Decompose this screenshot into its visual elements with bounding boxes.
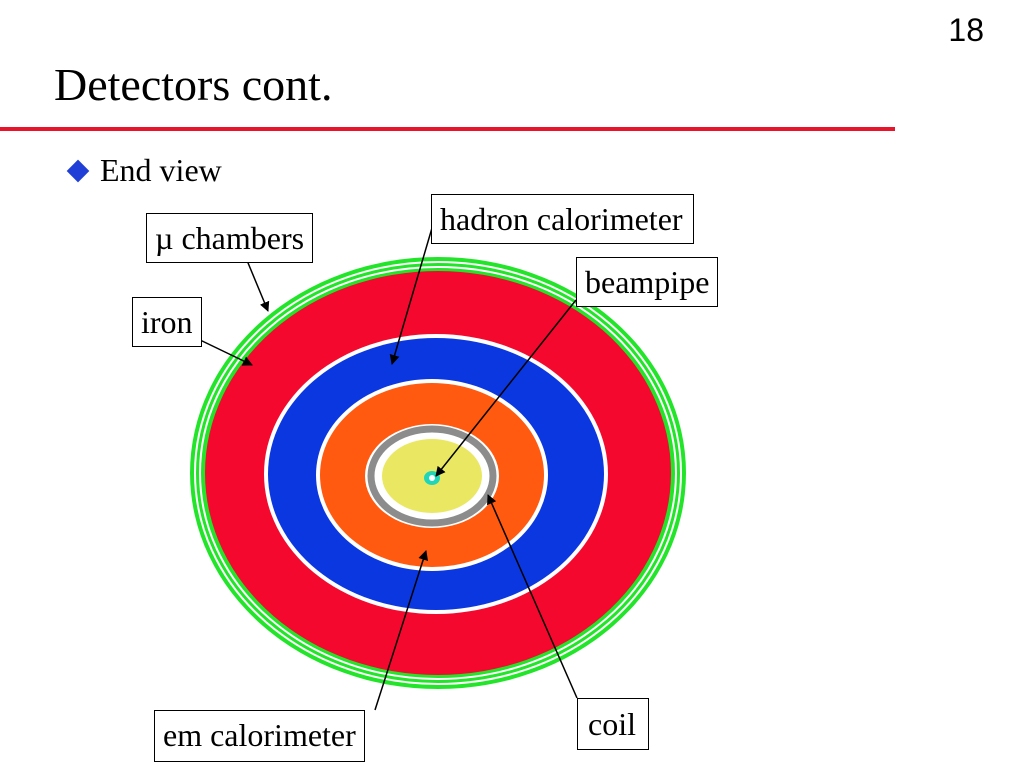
coil-label: coil	[577, 698, 649, 750]
hadron-calorimeter-label: hadron calorimeter	[431, 194, 694, 244]
beampipe-pointer	[435, 299, 577, 477]
iron-pointer	[197, 338, 253, 366]
title-divider	[0, 127, 895, 131]
coil-ring	[367, 425, 497, 527]
page-number: 18	[948, 12, 984, 48]
bullet-item: End view	[66, 152, 222, 189]
iron-label: iron	[132, 297, 202, 347]
slide-title: Detectors cont.	[54, 59, 333, 110]
beampipe-label: beampipe	[576, 257, 719, 307]
mu-chambers-gap-inner	[199, 266, 677, 680]
mu-chambers-pointer	[245, 257, 270, 312]
hadron-calorimeter-pointer	[389, 227, 433, 365]
mu-chambers-label: µ chambers	[146, 213, 314, 263]
em-calorimeter-label: em calorimeter	[154, 710, 365, 762]
em-calorimeter-pointer	[374, 550, 429, 711]
bullet-text: End view	[100, 152, 222, 188]
coil-pointer	[487, 494, 578, 699]
beampipe-core	[429, 475, 435, 481]
mu-chambers-gap-outer	[194, 261, 682, 685]
